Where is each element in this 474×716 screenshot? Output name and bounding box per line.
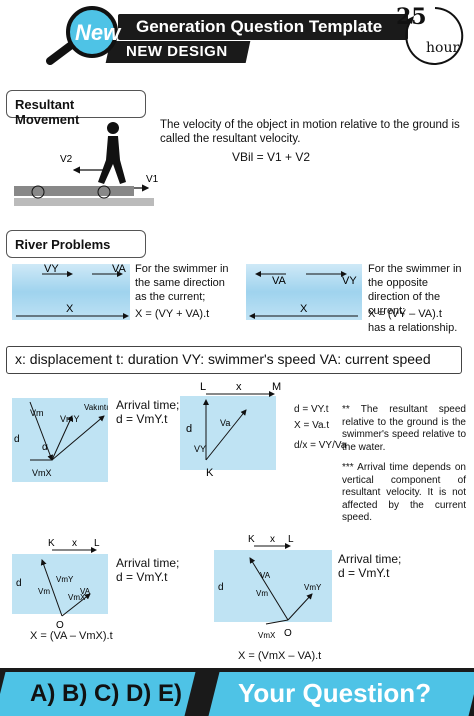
d1-alpha: α [42,442,48,453]
x-label: X [66,303,74,315]
note-arrival: *** Arrival time depends on vertical com… [342,462,466,523]
v1-label: V1 [146,174,158,185]
diagram3-arrival-formula: d = VmY.t [116,570,168,584]
diagram1-arrival-formula: d = VmY.t [116,412,168,426]
variable-legend: x: displacement t: duration VY: swimmer'… [6,346,462,374]
walker-figure [98,122,126,184]
river-opposite-tail: has a relationship. [368,322,458,334]
d1-vm: Vm [30,408,44,418]
d3-vm: Vm [38,587,50,596]
vy-label: VY [44,264,59,275]
va-label: VA [112,264,127,275]
river-opposite-formula: X = (VY – VA).t [368,308,442,320]
clock-unit: hour [426,40,460,56]
d1-d: d [14,434,20,445]
d4-x: x [270,534,275,545]
river-same-formula: X = (VY + VA).t [135,308,210,320]
diagram4-formula: X = (VmX – VA).t [238,650,322,662]
diagram4-arrival-label: Arrival time; [338,552,402,566]
clock-icon [405,7,464,65]
d3-k: K [48,538,55,549]
diagram3-vectors: K x L d VmY Vm VmX VA O [16,538,100,630]
diagram4-vectors: K x L d VA Vm VmY VmX O [218,534,322,640]
river-same-arrows: VY VA X [16,264,129,319]
d2-vy: VY [194,444,206,454]
diagram4-river [214,550,332,622]
answer-options[interactable]: A) B) C) D) E) [30,680,182,707]
d1-vmy: VmY [60,414,80,424]
clock-number: 25 [396,4,427,30]
d4-vmy: VmY [304,583,322,592]
d4-vm: Vm [256,589,268,598]
d4-vmx: VmX [258,631,276,640]
title-strip [118,14,408,40]
d2-k: K [206,467,214,479]
d4-k: K [248,534,255,545]
d1-vmx: VmX [32,468,52,478]
diagram1-arrival-label: Arrival time; [116,398,180,412]
d2-l: L [200,381,206,393]
resultant-text: The velocity of the object in motion rel… [160,119,460,145]
d3-vmy: VmY [56,575,74,584]
d1-vakinti: Vakıntı [84,403,108,412]
d3-va: VA [80,587,91,596]
vy-label-2: VY [342,275,357,287]
diagram2-formula-2: X = Va.t [294,420,330,431]
diagram1-vectors: d Vm VmY Vakıntı α VmX [14,401,108,478]
note-resultant: ** The resultant speed relative to the g… [342,404,466,453]
river-opposite-text: For the swimmer in the opposite directio… [368,263,462,317]
diagram2-formula-1: d = VY.t [294,404,329,415]
page-subtitle: NEW DESIGN [126,43,228,60]
d2-d: d [186,423,192,435]
diagram2-vectors: L x M d VY Va K [186,381,281,479]
d2-x: x [236,381,242,393]
diagram2-formula-3: d/x = VY/Va [294,440,347,451]
diagram3-arrival-label: Arrival time; [116,556,180,570]
resultant-heading: Resultant Movement [6,90,146,127]
walker-diagram: V2 V1 [14,122,158,206]
d2-m: M [272,381,281,393]
magnifier-icon [46,6,118,65]
question-text[interactable]: Your Question? [238,678,432,708]
d3-vmx: VmX [68,593,86,602]
river-same-text: For the swimmer in the same direction as… [135,263,229,303]
d4-o: O [284,628,292,639]
v2-label: V2 [60,154,73,165]
d4-va: VA [260,571,271,580]
d3-o: O [56,620,64,630]
page-title: Generation Question Template [136,17,383,36]
d2-va: Va [220,418,230,428]
d4-d: d [218,582,224,593]
diagram3-formula: X = (VA – VmX).t [30,630,113,642]
new-badge: New [75,20,121,45]
river-opposite-arrows: VA VY X [249,271,358,319]
diagram1-river [12,398,108,482]
river-heading: River Problems [6,230,146,258]
d4-l: L [288,534,294,545]
diagram4-arrival-formula: d = VmY.t [338,566,390,580]
d3-x: x [72,538,77,549]
diagram3-river [12,554,108,614]
va-label-2: VA [272,275,287,287]
resultant-formula: VBil = V1 + V2 [232,150,311,164]
d3-l: L [94,538,100,549]
d3-d: d [16,578,22,589]
x-label-2: X [300,303,308,315]
